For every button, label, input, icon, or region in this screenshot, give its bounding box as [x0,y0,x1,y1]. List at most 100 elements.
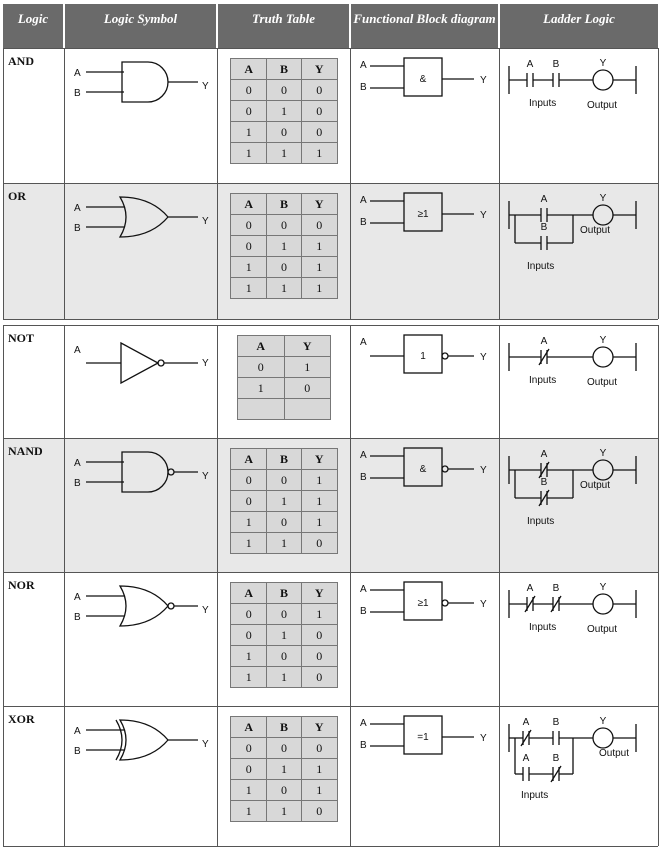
fbd-operator-symbol: =1 [417,732,429,743]
contact-a-label: A [527,59,534,70]
truth-cell: 0 [266,256,302,278]
truth-cell: 0 [300,214,338,236]
contact-a2-label: A [523,753,530,764]
truth-cell: 0 [229,624,268,646]
or-body [118,196,169,238]
contact-a-label: A [541,449,548,460]
column-divider [350,572,351,706]
fbd-negation-bubble [441,465,449,473]
column-divider [3,572,4,706]
fbd-operator-symbol: & [420,464,427,475]
truth-cell: 1 [300,277,338,299]
column-divider [3,183,4,319]
column-divider [217,438,218,572]
truth-cell: 1 [237,377,285,399]
truth-header-b: B [266,582,302,604]
truth-cell: 0 [229,469,268,491]
logic-name: XOR [8,712,35,726]
coil-y-label: Y [600,716,607,727]
fbd-box [403,192,443,232]
column-divider [350,438,351,572]
xor-function-block: ABY=1 [360,715,487,755]
not-triangle [120,341,160,385]
inputs-label: Inputs [529,98,556,109]
column-divider [64,438,65,572]
column-divider [499,706,500,846]
truth-cell: 1 [266,235,302,257]
column-divider [350,706,351,846]
symbol-input-b-label: B [74,746,81,757]
contact-b-label: B [553,59,560,70]
truth-cell: 0 [266,79,302,101]
truth-header-a: A [229,716,268,738]
fbd-negation-bubble [441,352,449,360]
contact-b-label: B [541,222,548,233]
truth-header-a: A [229,582,268,604]
contact-a-nc-slash [538,348,550,366]
fbd-output-y-label: Y [480,465,487,476]
column-divider [64,325,65,438]
logic-symbol-svg: ABY [74,61,209,103]
truth-header-a: A [229,193,268,215]
column-divider [64,183,65,319]
xor-extra-curve [115,719,123,761]
truth-cell: 1 [266,666,302,688]
fbd-input-a-label: A [360,337,367,348]
function-block-svg: ABY& [360,57,487,97]
truth-cell: 1 [229,277,268,299]
inputs-label: Inputs [521,790,548,801]
truth-cell: 1 [283,356,331,378]
truth-header-a: A [229,58,268,80]
truth-cell: 1 [229,645,268,667]
fbd-output-y-label: Y [480,210,487,221]
truth-cell: 0 [266,603,302,625]
truth-cell: 1 [229,666,268,688]
coil-y-label: Y [600,193,607,204]
truth-cell: 0 [300,624,338,646]
fbd-input-b-label: B [360,82,367,93]
column-divider [64,706,65,846]
column-divider [64,572,65,706]
nor-function-block: ABY≥1 [360,581,487,621]
truth-cell: 1 [229,511,268,533]
truth-cell: 0 [266,645,302,667]
inputs-label: Inputs [527,261,554,272]
contact-a-label: A [541,194,548,205]
truth-cell: 0 [283,377,331,399]
truth-cell [283,398,331,420]
output-label: Output [580,225,610,236]
truth-cell: 0 [266,779,302,801]
truth-cell: 1 [300,603,338,625]
header-logic-symbol: Logic Symbol [65,4,216,48]
column-divider [658,48,659,183]
column-divider [3,706,4,846]
column-divider [658,438,659,572]
column-divider [217,706,218,846]
truth-cell: 1 [229,256,268,278]
truth-cell: 0 [266,469,302,491]
logic-name: OR [8,189,26,203]
column-divider [3,325,4,438]
symbol-input-a-label: A [74,68,81,79]
truth-cell: 1 [300,758,338,780]
symbol-input-a-label: A [74,458,81,469]
logic-symbol-svg: AY [74,341,209,385]
